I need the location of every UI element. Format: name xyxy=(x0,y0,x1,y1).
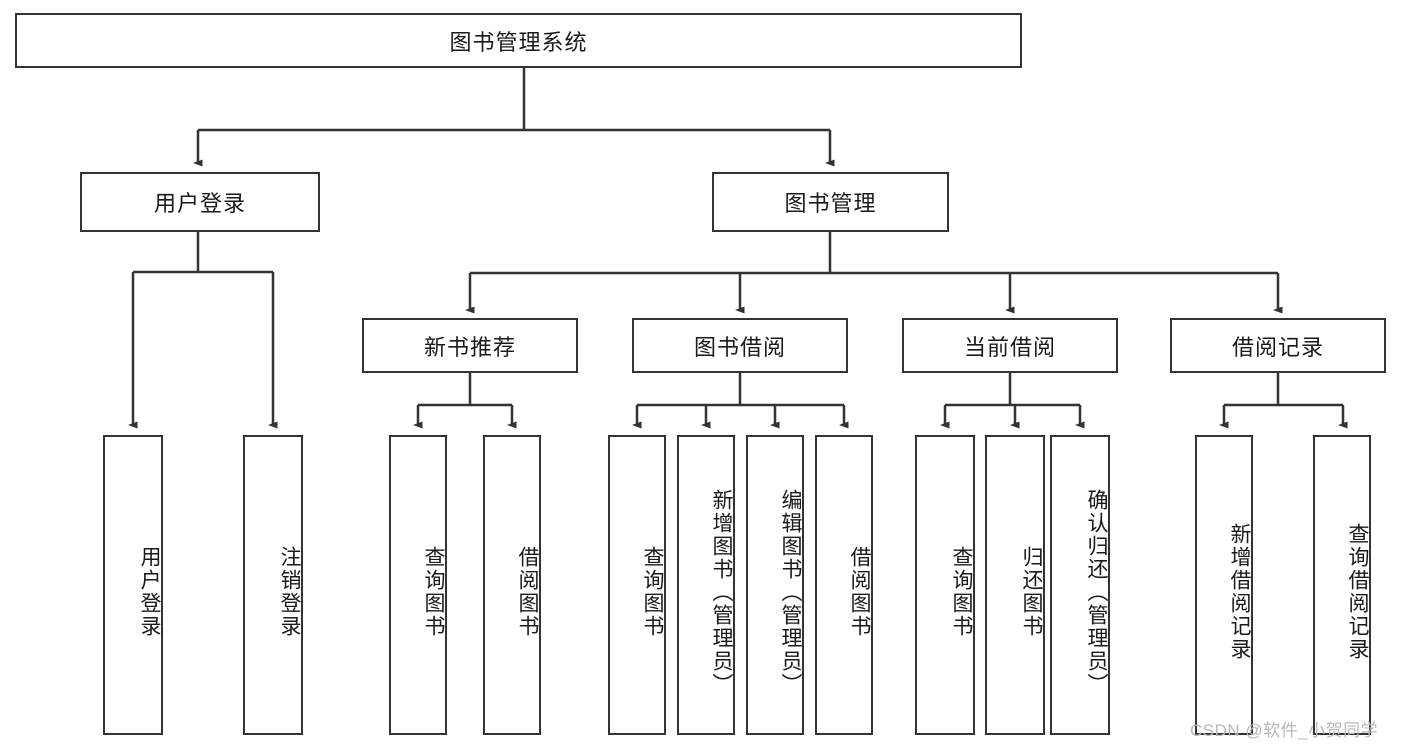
node-leaf-confirm-return[interactable]: 确认归还（管理员） xyxy=(1050,435,1110,735)
node-book-borrow-label: 图书借阅 xyxy=(693,334,786,360)
node-leaf-borrow-book-label: 借阅图书 xyxy=(848,546,871,638)
node-leaf-return-book-label: 归还图书 xyxy=(1020,546,1043,638)
node-leaf-edit-book[interactable]: 编辑图书（管理员） xyxy=(746,435,804,735)
node-leaf-return-book[interactable]: 归还图书 xyxy=(985,435,1045,735)
node-new-book-recommend-label: 新书推荐 xyxy=(423,334,516,360)
node-leaf-query-book-recommend-label: 查询图书 xyxy=(422,546,445,638)
node-leaf-borrow-book-recommend[interactable]: 借阅图书 xyxy=(483,435,541,735)
node-book-manage-label: 图书管理 xyxy=(784,191,877,216)
node-leaf-logout-login-label: 注销登录 xyxy=(278,546,301,638)
node-leaf-confirm-return-label: 确认归还（管理员） xyxy=(1085,488,1108,696)
node-book-borrow[interactable]: 图书借阅 xyxy=(632,318,848,373)
node-leaf-query-book-current[interactable]: 查询图书 xyxy=(915,435,975,735)
node-leaf-edit-book-label: 编辑图书（管理员） xyxy=(779,488,802,696)
node-leaf-query-borrow-record-label: 查询借阅记录 xyxy=(1346,523,1369,661)
node-leaf-query-book-current-label: 查询图书 xyxy=(950,546,973,638)
node-user-login[interactable]: 用户登录 xyxy=(80,172,320,232)
node-leaf-add-borrow-record-label: 新增借阅记录 xyxy=(1228,523,1251,661)
node-root[interactable]: 图书管理系统 xyxy=(15,13,1022,68)
node-leaf-user-login-label: 用户登录 xyxy=(138,546,161,638)
node-root-label: 图书管理系统 xyxy=(449,29,588,55)
node-leaf-logout-login[interactable]: 注销登录 xyxy=(243,435,303,735)
node-leaf-query-book-recommend[interactable]: 查询图书 xyxy=(389,435,447,735)
node-leaf-add-book-label: 新增图书（管理员） xyxy=(710,488,733,696)
node-leaf-add-book[interactable]: 新增图书（管理员） xyxy=(677,435,735,735)
node-leaf-query-book-borrow-label: 查询图书 xyxy=(641,546,664,638)
node-borrow-record-label: 借阅记录 xyxy=(1231,334,1324,360)
node-current-borrow[interactable]: 当前借阅 xyxy=(902,318,1118,373)
node-current-borrow-label: 当前借阅 xyxy=(963,334,1056,360)
csdn-watermark: CSDN @软件_小贺同学 xyxy=(1190,721,1379,740)
node-borrow-record[interactable]: 借阅记录 xyxy=(1170,318,1386,373)
node-leaf-borrow-book[interactable]: 借阅图书 xyxy=(815,435,873,735)
node-leaf-add-borrow-record[interactable]: 新增借阅记录 xyxy=(1195,435,1253,735)
node-leaf-user-login[interactable]: 用户登录 xyxy=(103,435,163,735)
node-leaf-borrow-book-recommend-label: 借阅图书 xyxy=(516,546,539,638)
node-leaf-query-book-borrow[interactable]: 查询图书 xyxy=(608,435,666,735)
node-leaf-query-borrow-record[interactable]: 查询借阅记录 xyxy=(1313,435,1371,735)
node-user-login-label: 用户登录 xyxy=(153,191,246,216)
node-book-manage[interactable]: 图书管理 xyxy=(712,172,949,232)
node-new-book-recommend[interactable]: 新书推荐 xyxy=(362,318,578,373)
